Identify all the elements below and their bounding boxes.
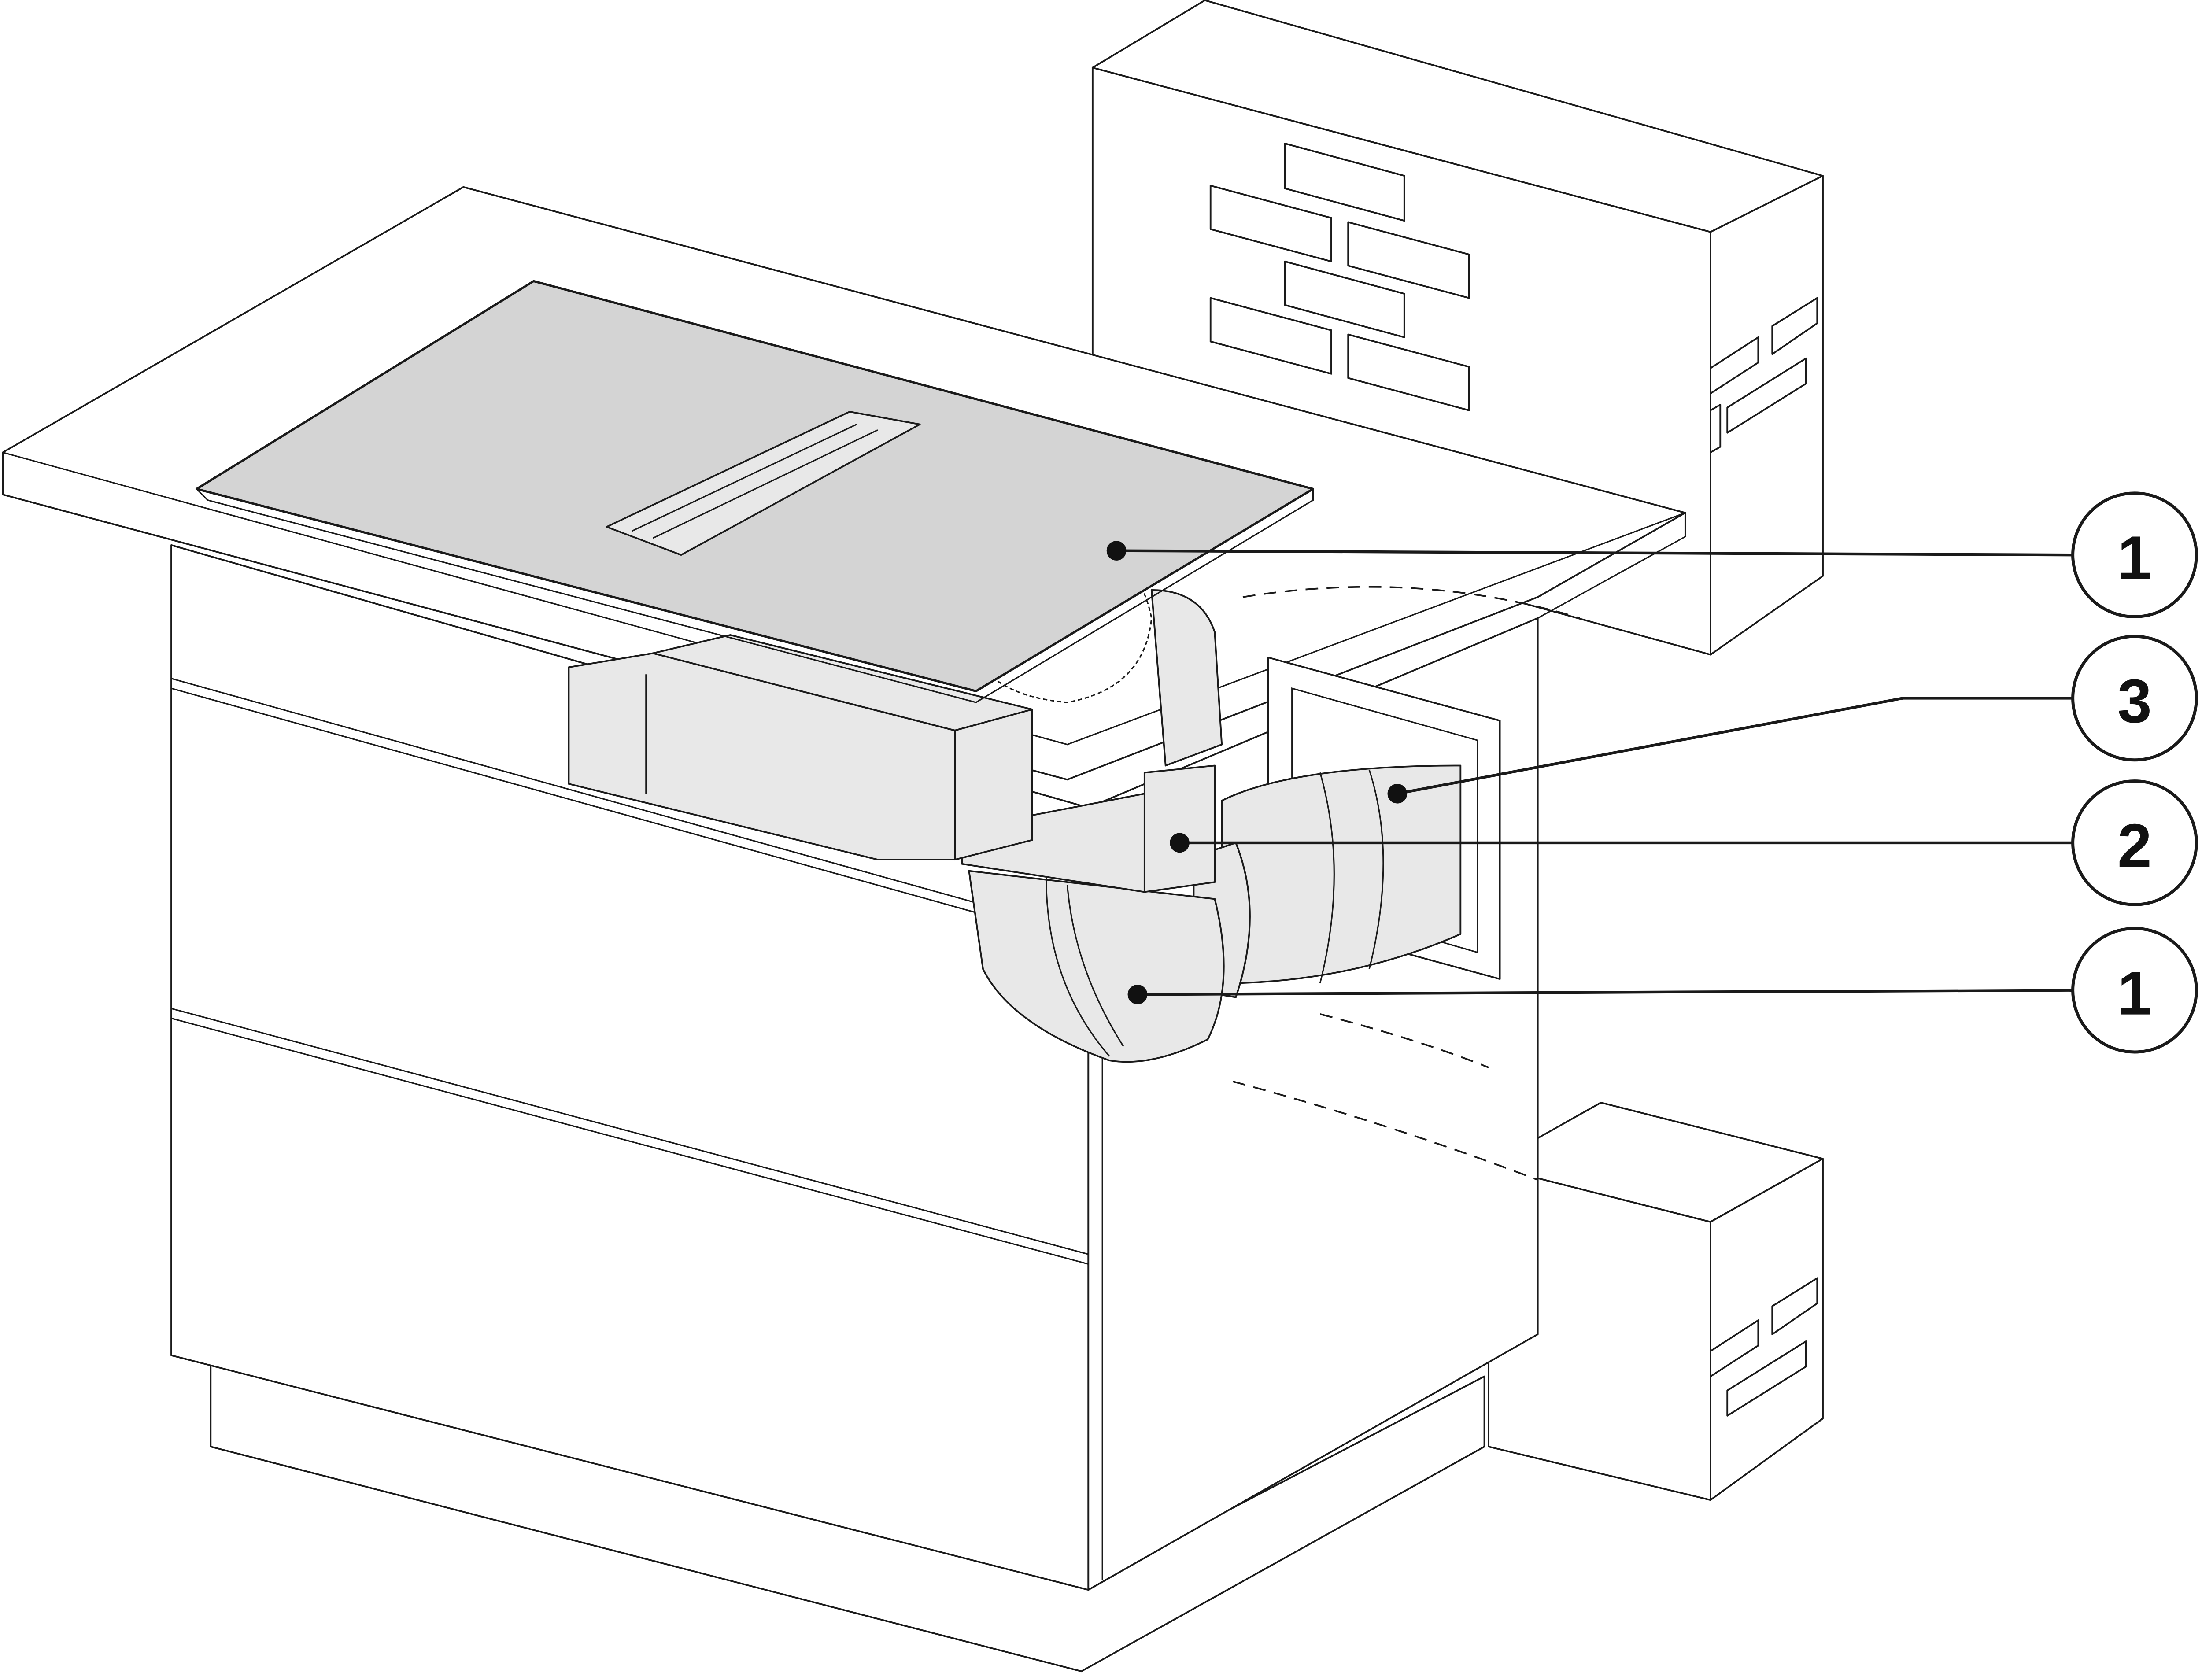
callout-label: 2 — [2117, 811, 2152, 880]
extraction-unit — [568, 533, 1223, 861]
callout-label: 1 — [2117, 959, 2152, 1028]
hidden-edge-upper — [1242, 586, 1580, 619]
callout-3: 3 — [1387, 635, 2198, 804]
hidden-edge-mid — [1319, 1013, 1489, 1068]
callout-label: 3 — [2117, 666, 2152, 735]
bricks — [1209, 142, 1818, 454]
cooktop — [195, 280, 1315, 703]
callout-label: 1 — [2117, 523, 2152, 592]
callout-1-top: 1 — [1106, 491, 2198, 618]
lower-wall — [1488, 1101, 1824, 1501]
callout-2: 2 — [1170, 779, 2198, 906]
callout-1-bottom: 1 — [1127, 927, 2198, 1054]
fan-housing — [961, 764, 1225, 1063]
hidden-edge-lower — [1233, 1081, 1538, 1181]
